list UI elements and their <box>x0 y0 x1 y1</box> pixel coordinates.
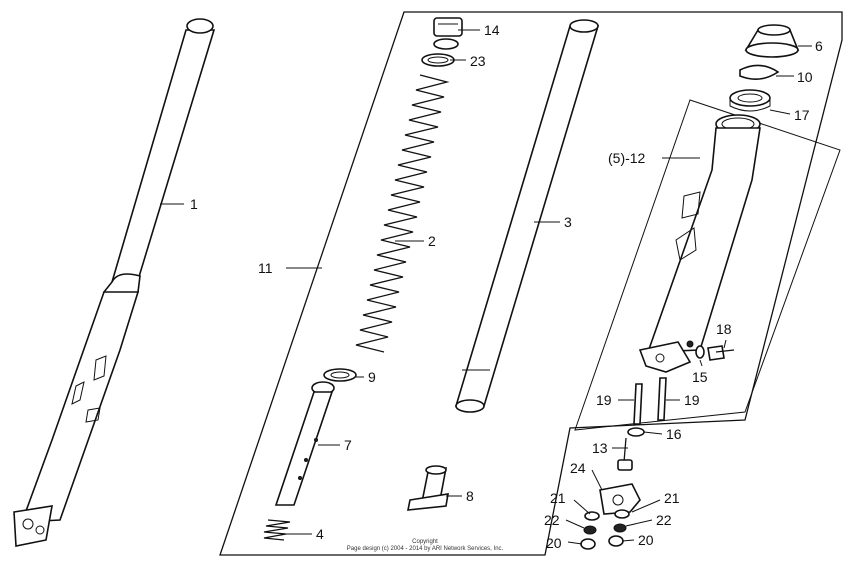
fork-spring <box>355 74 450 353</box>
callout-2: 2 <box>428 233 436 249</box>
fork-leg-assembly <box>13 18 216 547</box>
callout-7: 7 <box>344 437 352 453</box>
callout-21-left: 21 <box>550 490 566 506</box>
callout-22-right: 22 <box>656 512 672 528</box>
callout-16: 16 <box>666 426 682 442</box>
callout-13: 13 <box>592 440 608 456</box>
callout-17: 17 <box>794 107 810 123</box>
callout-22-left: 22 <box>544 512 560 528</box>
axle-holder <box>599 483 641 515</box>
callout-10: 10 <box>797 69 813 85</box>
callout-4: 4 <box>316 526 324 542</box>
spring-seat <box>323 368 357 382</box>
callout-20-left: 20 <box>546 535 562 551</box>
rebound-spring <box>263 519 291 541</box>
sealing-washer <box>695 345 705 359</box>
callout-20-right: 20 <box>638 532 654 548</box>
callout-14: 14 <box>484 22 500 38</box>
callout-19-left: 19 <box>596 392 612 408</box>
oil-lock-piece <box>407 465 449 511</box>
callout-5-12: (5)-12 <box>608 150 646 166</box>
oil-seal <box>729 89 771 112</box>
o-ring <box>421 53 455 67</box>
copper-washer <box>627 427 645 437</box>
fork-bolt-cap <box>433 17 463 50</box>
fork-inner-tube <box>454 19 600 413</box>
retaining-clip <box>739 64 780 80</box>
drain-bolt <box>707 345 735 361</box>
copyright-line1: Copyright <box>412 539 438 545</box>
axle-nuts <box>580 535 624 550</box>
callout-3: 3 <box>564 214 572 230</box>
callout-8: 8 <box>466 488 474 504</box>
copyright-line2: Page design (c) 2004 - 2014 by ARI Netwo… <box>347 546 504 552</box>
sub-assembly-frame <box>574 99 841 431</box>
plain-washers <box>584 509 630 521</box>
callout-21-right: 21 <box>664 490 680 506</box>
callout-6: 6 <box>815 38 823 54</box>
callout-19-right: 19 <box>684 392 700 408</box>
leader-lines <box>160 29 812 545</box>
callout-24: 24 <box>570 460 586 476</box>
fork-slider <box>638 114 761 373</box>
stud-bolts <box>633 377 667 425</box>
fork-piston <box>274 381 335 506</box>
callouts: 1 2 3 4 6 7 8 9 10 11 (5)-12 13 14 15 16… <box>190 22 823 551</box>
callout-15: 15 <box>692 369 708 385</box>
assembly-frame <box>219 11 843 556</box>
dust-seal <box>744 24 800 58</box>
callout-9: 9 <box>368 369 376 385</box>
callout-23: 23 <box>470 53 486 69</box>
callout-18: 18 <box>716 321 732 337</box>
socket-bolt <box>617 437 633 471</box>
copyright-notice: Copyright Page design (c) 2004 - 2014 by… <box>347 539 504 552</box>
spring-washers <box>583 523 627 535</box>
callout-11: 11 <box>258 260 273 276</box>
callout-1: 1 <box>190 196 198 212</box>
